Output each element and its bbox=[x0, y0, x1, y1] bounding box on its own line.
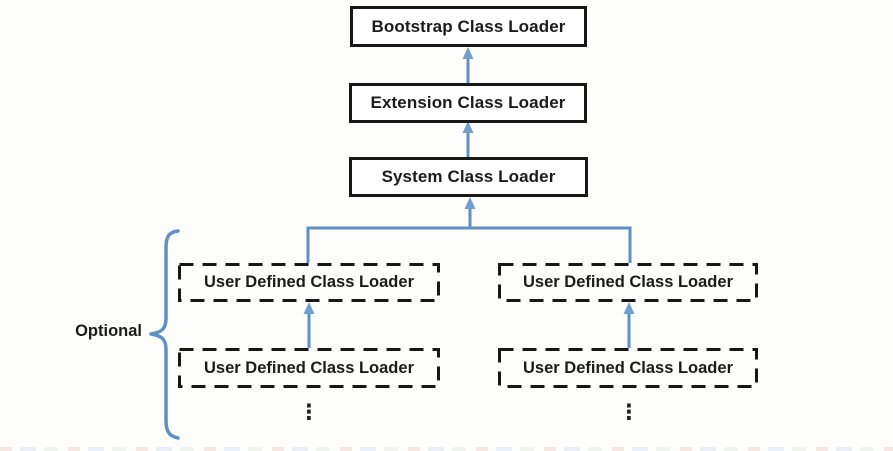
udl-box-bottom-right-border bbox=[498, 348, 758, 388]
system-class-loader-label: System Class Loader bbox=[381, 167, 556, 186]
extension-class-loader-label: Extension Class Loader bbox=[370, 93, 566, 112]
user-defined-class-loader-box-top-left: User Defined Class Loader bbox=[178, 263, 440, 302]
bootstrap-class-loader-box: Bootstrap Class Loader bbox=[350, 6, 587, 47]
udl-box-top-left-border bbox=[178, 263, 440, 302]
user-defined-class-loader-box-bottom-left: User Defined Class Loader bbox=[178, 348, 440, 388]
optional-brace-icon bbox=[149, 229, 180, 440]
arrow-left-udl-icon bbox=[303, 302, 315, 348]
udl-box-top-right-border bbox=[498, 263, 758, 302]
user-defined-class-loader-label: User Defined Class Loader bbox=[204, 273, 414, 291]
optional-label: Optional bbox=[75, 322, 142, 340]
continuation-ellipsis-left: ⋮ bbox=[298, 400, 320, 424]
user-defined-class-loader-label: User Defined Class Loader bbox=[204, 358, 414, 377]
cropped-text-artifact bbox=[0, 447, 893, 451]
continuation-ellipsis-right: ⋮ bbox=[618, 400, 640, 424]
user-defined-class-loader-label: User Defined Class Loader bbox=[523, 273, 733, 291]
udl-box-bottom-left-border bbox=[178, 348, 440, 388]
arrow-system-to-extension-icon bbox=[462, 121, 474, 157]
bootstrap-class-loader-label: Bootstrap Class Loader bbox=[371, 16, 566, 36]
user-defined-class-loader-box-top-right: User Defined Class Loader bbox=[498, 263, 758, 302]
user-defined-class-loader-label: User Defined Class Loader bbox=[523, 358, 733, 377]
fanout-connector bbox=[306, 197, 632, 263]
arrow-right-udl-icon bbox=[623, 302, 635, 348]
system-class-loader-box: System Class Loader bbox=[349, 157, 588, 197]
user-defined-class-loader-box-bottom-right: User Defined Class Loader bbox=[498, 348, 758, 388]
extension-class-loader-box: Extension Class Loader bbox=[349, 83, 587, 123]
arrow-extension-to-bootstrap-icon bbox=[462, 47, 474, 83]
